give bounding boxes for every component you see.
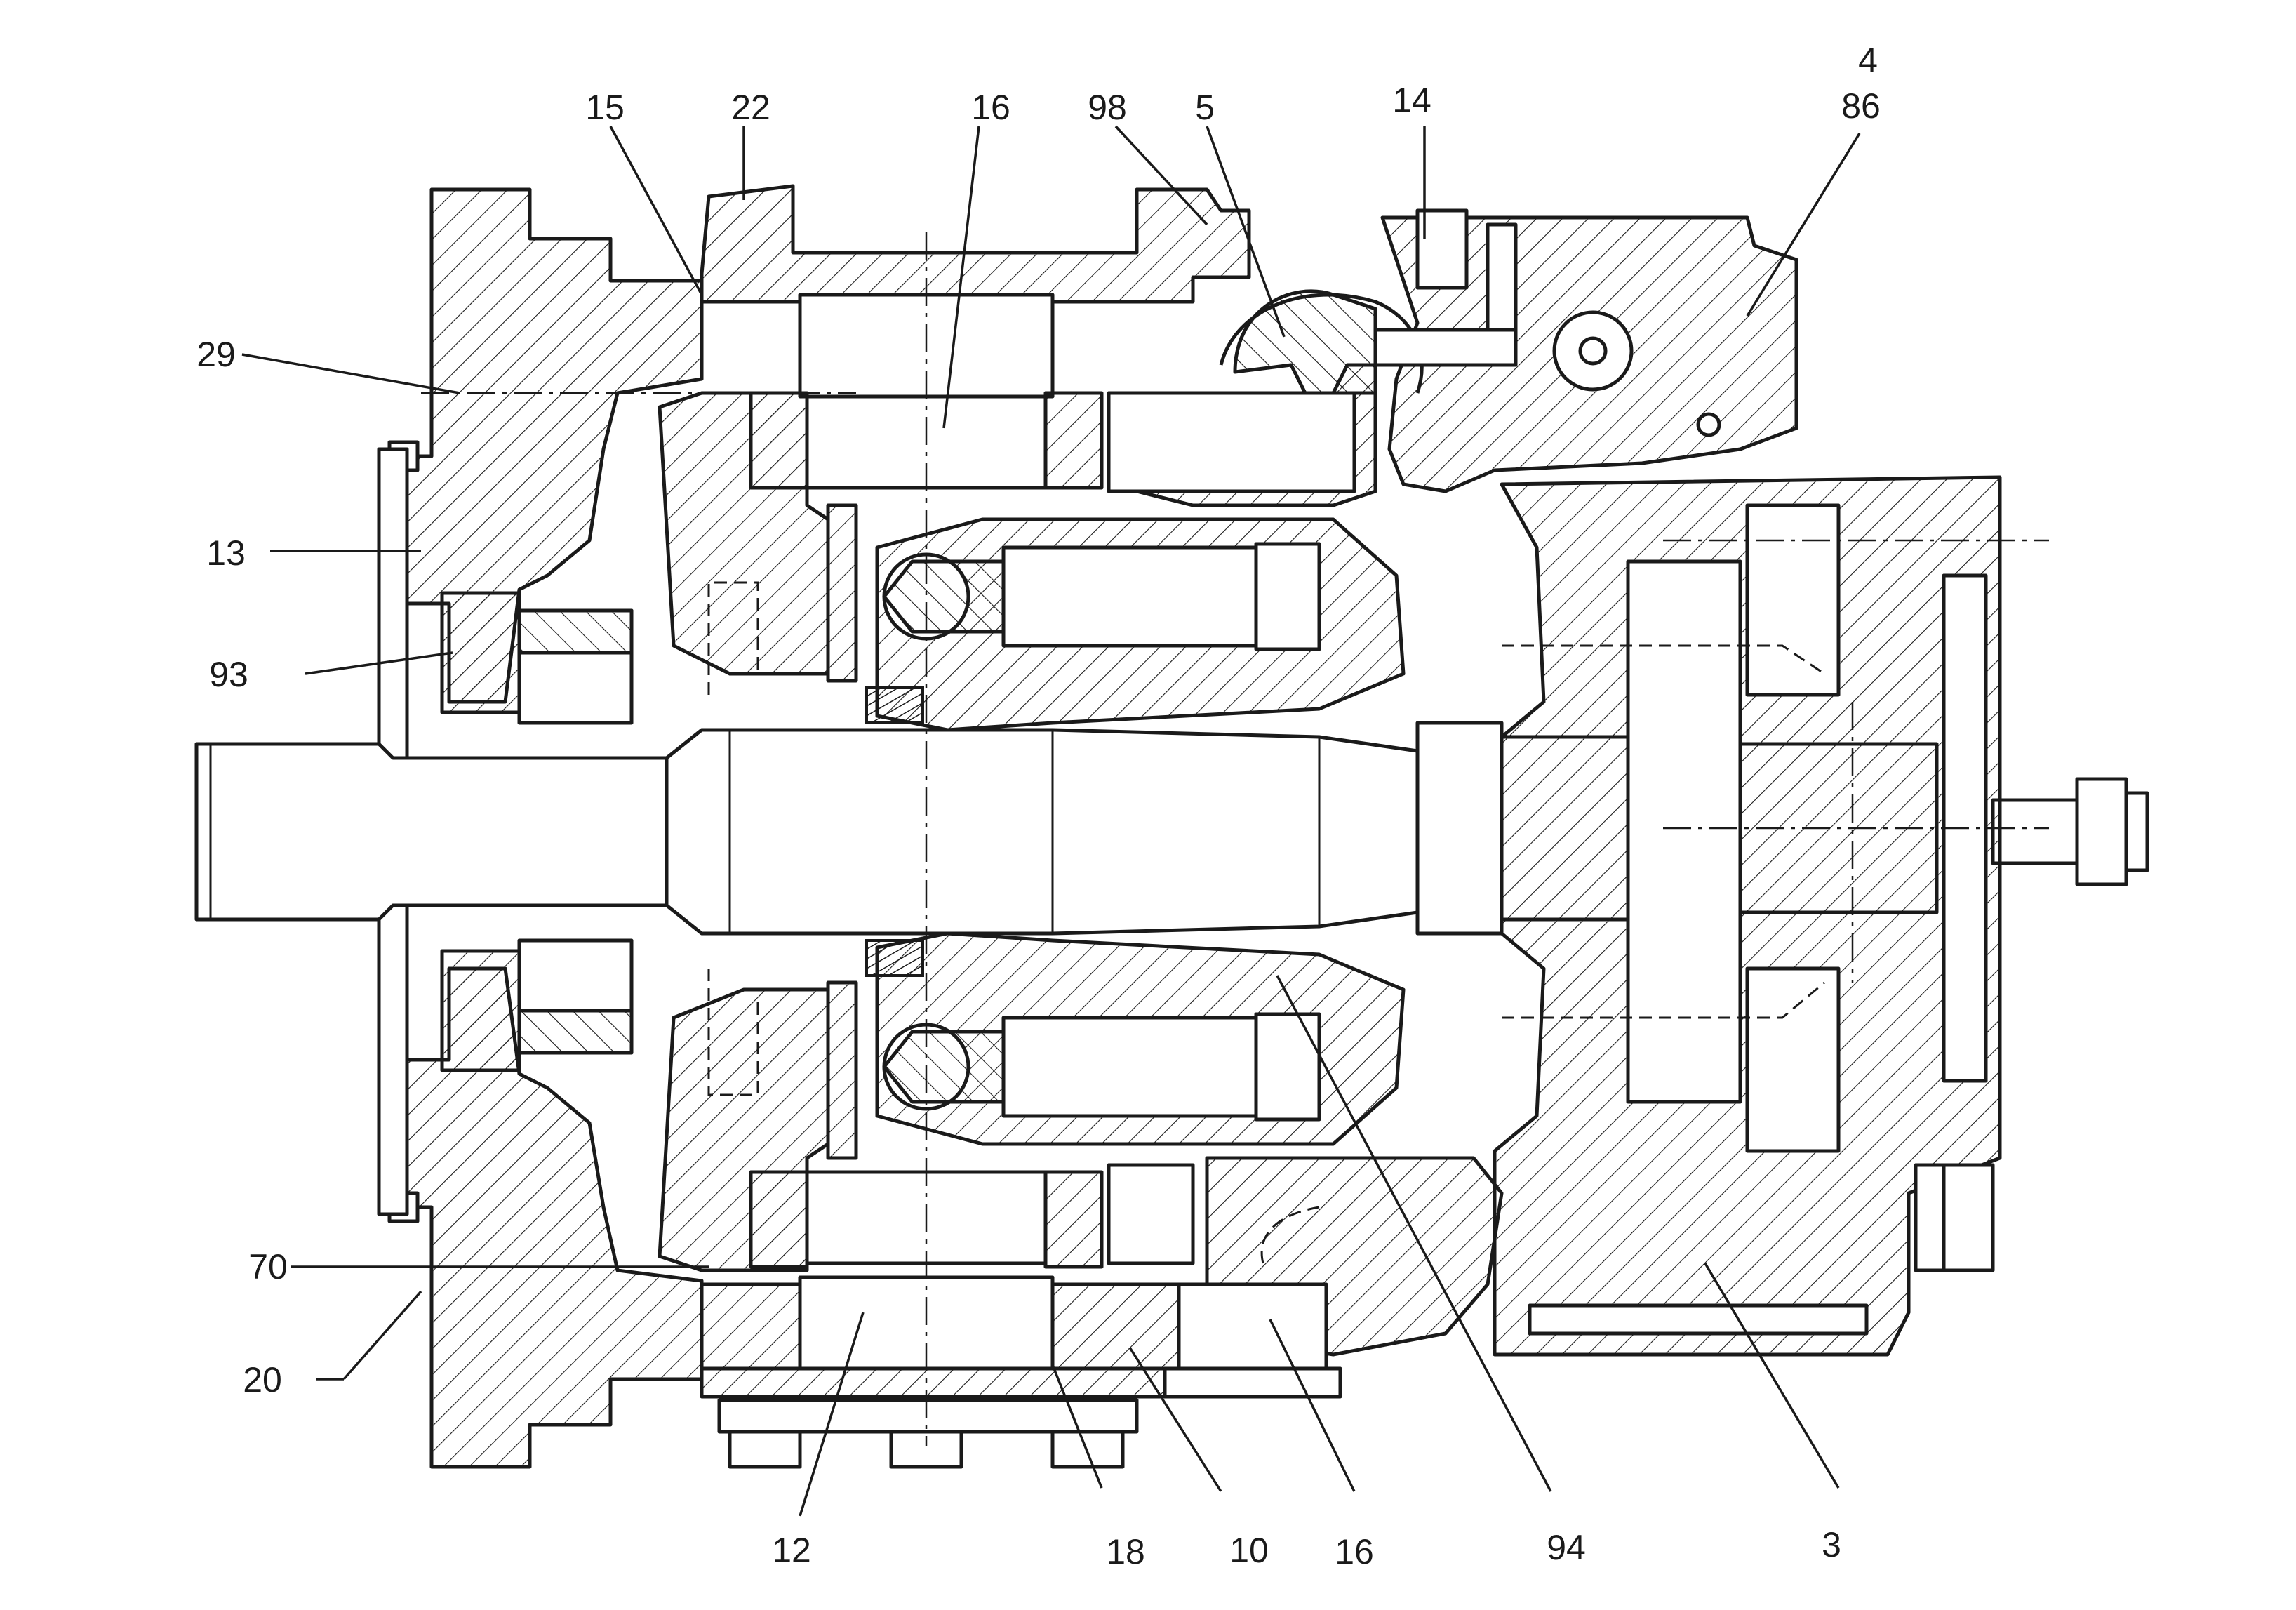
callout-93: 93: [209, 655, 248, 694]
callout-15: 15: [585, 88, 625, 127]
construction-lines: [421, 232, 2049, 1446]
callout-5: 5: [1195, 88, 1215, 127]
callout-94: 94: [1547, 1528, 1586, 1567]
callout-labels: 4 86 14 5 98 16 22 15 29 13 93 70 20 12 …: [196, 41, 1881, 1571]
callout-16-top: 16: [971, 88, 1010, 127]
callout-70: 70: [248, 1247, 288, 1286]
piston-shoes: [826, 503, 1006, 1160]
callout-4: 4: [1858, 41, 1878, 80]
callout-98: 98: [1088, 88, 1127, 127]
callout-3: 3: [1822, 1525, 1841, 1564]
suction-port: [1163, 1156, 1869, 1399]
callout-14: 14: [1392, 81, 1431, 120]
rear-end-cap: [1493, 475, 2002, 1357]
main-housing: [658, 184, 1251, 1469]
callout-86: 86: [1841, 86, 1881, 126]
cylinder-block: [875, 517, 1406, 1146]
control-valve-block: [1373, 208, 1798, 493]
callout-12: 12: [772, 1531, 811, 1570]
callout-10: 10: [1229, 1531, 1269, 1570]
front-bearing: [440, 591, 634, 1072]
gear-bearing-blocks: [749, 293, 1356, 1269]
leader-lines: [241, 125, 1861, 1517]
callout-16-bottom: 16: [1335, 1532, 1374, 1571]
callout-13: 13: [206, 533, 246, 573]
callout-18: 18: [1106, 1532, 1145, 1571]
callout-20: 20: [243, 1360, 282, 1399]
callout-22: 22: [731, 88, 770, 127]
callout-29: 29: [196, 335, 236, 374]
